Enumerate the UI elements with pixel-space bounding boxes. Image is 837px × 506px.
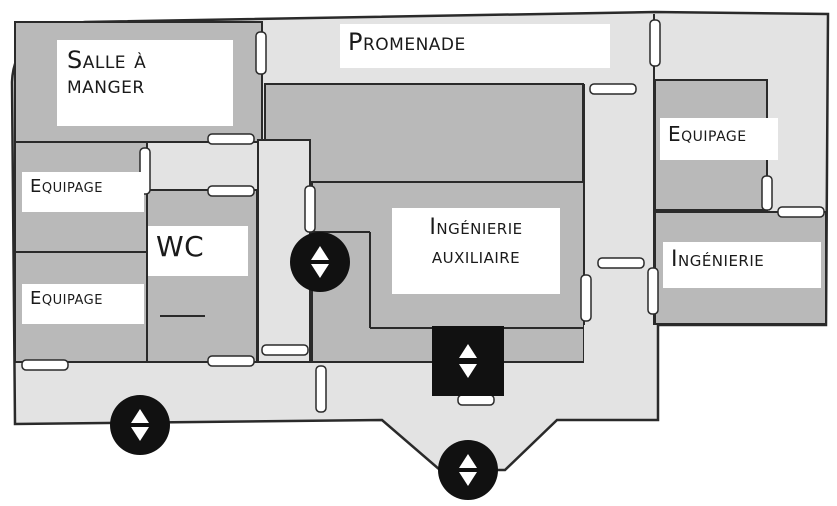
room-label-wc: WC — [148, 226, 248, 276]
room-label-crew-top-right: Equipage — [660, 118, 778, 160]
corridor-vertical-right — [584, 84, 654, 364]
lift-icon[interactable] — [438, 440, 498, 500]
lift-icon[interactable] — [110, 395, 170, 455]
room-central-block[interactable] — [264, 83, 584, 183]
room-label-aux-engineering: Ingénierie auxiliaire — [392, 208, 560, 294]
lift-shaft — [432, 326, 504, 396]
aux-engineering-label-line1: Ingénierie — [429, 215, 523, 240]
aux-engineering-label-line2: auxiliaire — [431, 244, 521, 270]
lift-icon[interactable] — [459, 344, 477, 378]
engineering-label: Ingénierie — [671, 247, 765, 272]
promenade-label: Promenade — [348, 28, 466, 56]
crew-left-upper-label: Equipage — [30, 176, 103, 197]
crew-left-lower-label: Equipage — [30, 288, 103, 309]
room-label-crew-left-upper: Equipage — [22, 172, 144, 212]
crew-top-right-label: Equipage — [668, 122, 747, 146]
room-label-promenade: Promenade — [340, 24, 610, 68]
dining-label: Salle à manger — [67, 46, 147, 100]
wc-label: WC — [156, 230, 205, 263]
room-label-dining: Salle à manger — [57, 40, 233, 126]
room-wc[interactable] — [146, 189, 258, 363]
room-label-crew-left-lower: Equipage — [22, 284, 144, 324]
room-label-engineering: Ingénierie — [663, 242, 821, 288]
lift-icon[interactable] — [290, 232, 350, 292]
